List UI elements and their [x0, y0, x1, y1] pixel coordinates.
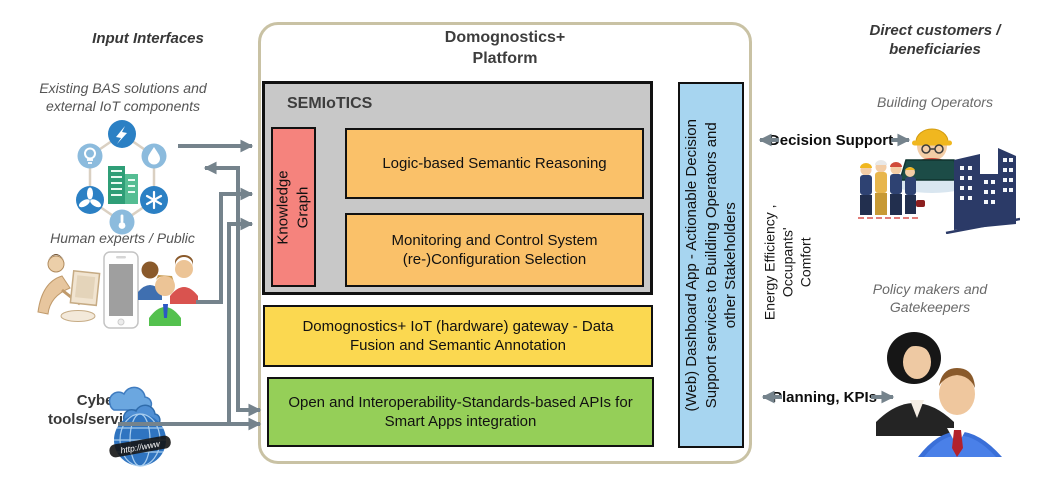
human-experts-label: Human experts / Public	[50, 230, 195, 246]
knowledge-graph-box: Knowledge Graph	[271, 127, 316, 287]
building-operators-graphic	[858, 128, 1020, 234]
city-buildings-icon	[945, 148, 1020, 234]
platform-title: Domognostics+ Platform	[258, 28, 752, 70]
cyber-tools-graphic: http://www	[108, 386, 171, 467]
outputs-line3: Comfort	[798, 237, 815, 287]
existing-bas-line1: Existing BAS solutions and	[39, 80, 207, 96]
direct-customers-line2: beneficiaries	[889, 40, 981, 58]
knowledge-graph-line2: Graph	[294, 186, 312, 228]
dashboard-line1: (Web) Dashboard App - Actionable Decisio…	[682, 118, 700, 412]
platform-title-line1: Domognostics+	[444, 29, 566, 46]
connector-cyber-to-platform	[227, 217, 254, 424]
platform-title-line2: Platform	[472, 49, 538, 67]
dashboard-bar: (Web) Dashboard App - Actionable Decisio…	[678, 82, 744, 448]
person-computer-icon	[37, 254, 101, 322]
policy-makers-line1: Policy makers and	[872, 281, 988, 297]
globe-icon: http://www	[109, 413, 171, 467]
connector-iot-apis-bidirectional	[203, 161, 262, 417]
planning-kpis-label: Planning, KPIs	[772, 389, 878, 406]
gateway-box: Domognostics+ IoT (hardware) gateway - D…	[263, 305, 653, 367]
smartphone-icon	[103, 251, 139, 329]
outputs-line2: Occupants'	[779, 227, 796, 297]
direct-customers-line1: Direct customers /	[869, 22, 1001, 39]
decision-support-label: Decision Support	[768, 132, 894, 149]
thermometer-icon	[109, 209, 135, 235]
workers-group-icon	[858, 160, 925, 219]
input-interfaces-label: Input Interfaces	[92, 30, 204, 47]
people-group-icon	[138, 255, 198, 326]
cyber-tools-line1: Cyber	[76, 392, 120, 409]
monitoring-box: Monitoring and Control System (re-)Confi…	[345, 213, 644, 287]
policy-makers-line2: Gatekeepers	[889, 298, 971, 315]
knowledge-graph-label: Knowledge Graph	[274, 170, 313, 244]
existing-bas-line2: external IoT components	[45, 97, 201, 114]
connector-experts-to-platform	[196, 187, 254, 304]
direct-customers-label: Direct customers / beneficiaries	[835, 22, 1035, 60]
semiotics-label: SEMIoTICS	[287, 95, 373, 112]
knowledge-graph-line1: Knowledge	[275, 169, 293, 245]
fan-icon	[76, 186, 104, 214]
apis-box: Open and Interoperability-Standards-base…	[267, 377, 654, 447]
existing-bas-label: Existing BAS solutions and external IoT …	[18, 80, 228, 115]
logic-reasoning-box: Logic-based Semantic Reasoning	[345, 128, 644, 199]
water-drop-icon	[141, 143, 167, 169]
outputs-line1: Energy Efficiency ,	[761, 204, 778, 320]
snowflake-icon	[140, 186, 168, 214]
policy-makers-label: Policy makers and Gatekeepers	[840, 281, 1020, 316]
builder-laptop-icon	[892, 128, 972, 193]
policy-makers-graphic	[876, 332, 1002, 457]
lightning-icon	[108, 120, 136, 148]
iot-cluster-graphic	[76, 120, 168, 235]
lamp-icon	[77, 143, 103, 169]
building-icon	[108, 166, 138, 204]
human-experts-graphic	[37, 251, 198, 329]
business-people-icon	[876, 332, 1002, 457]
building-operators-label: Building Operators	[877, 94, 993, 110]
